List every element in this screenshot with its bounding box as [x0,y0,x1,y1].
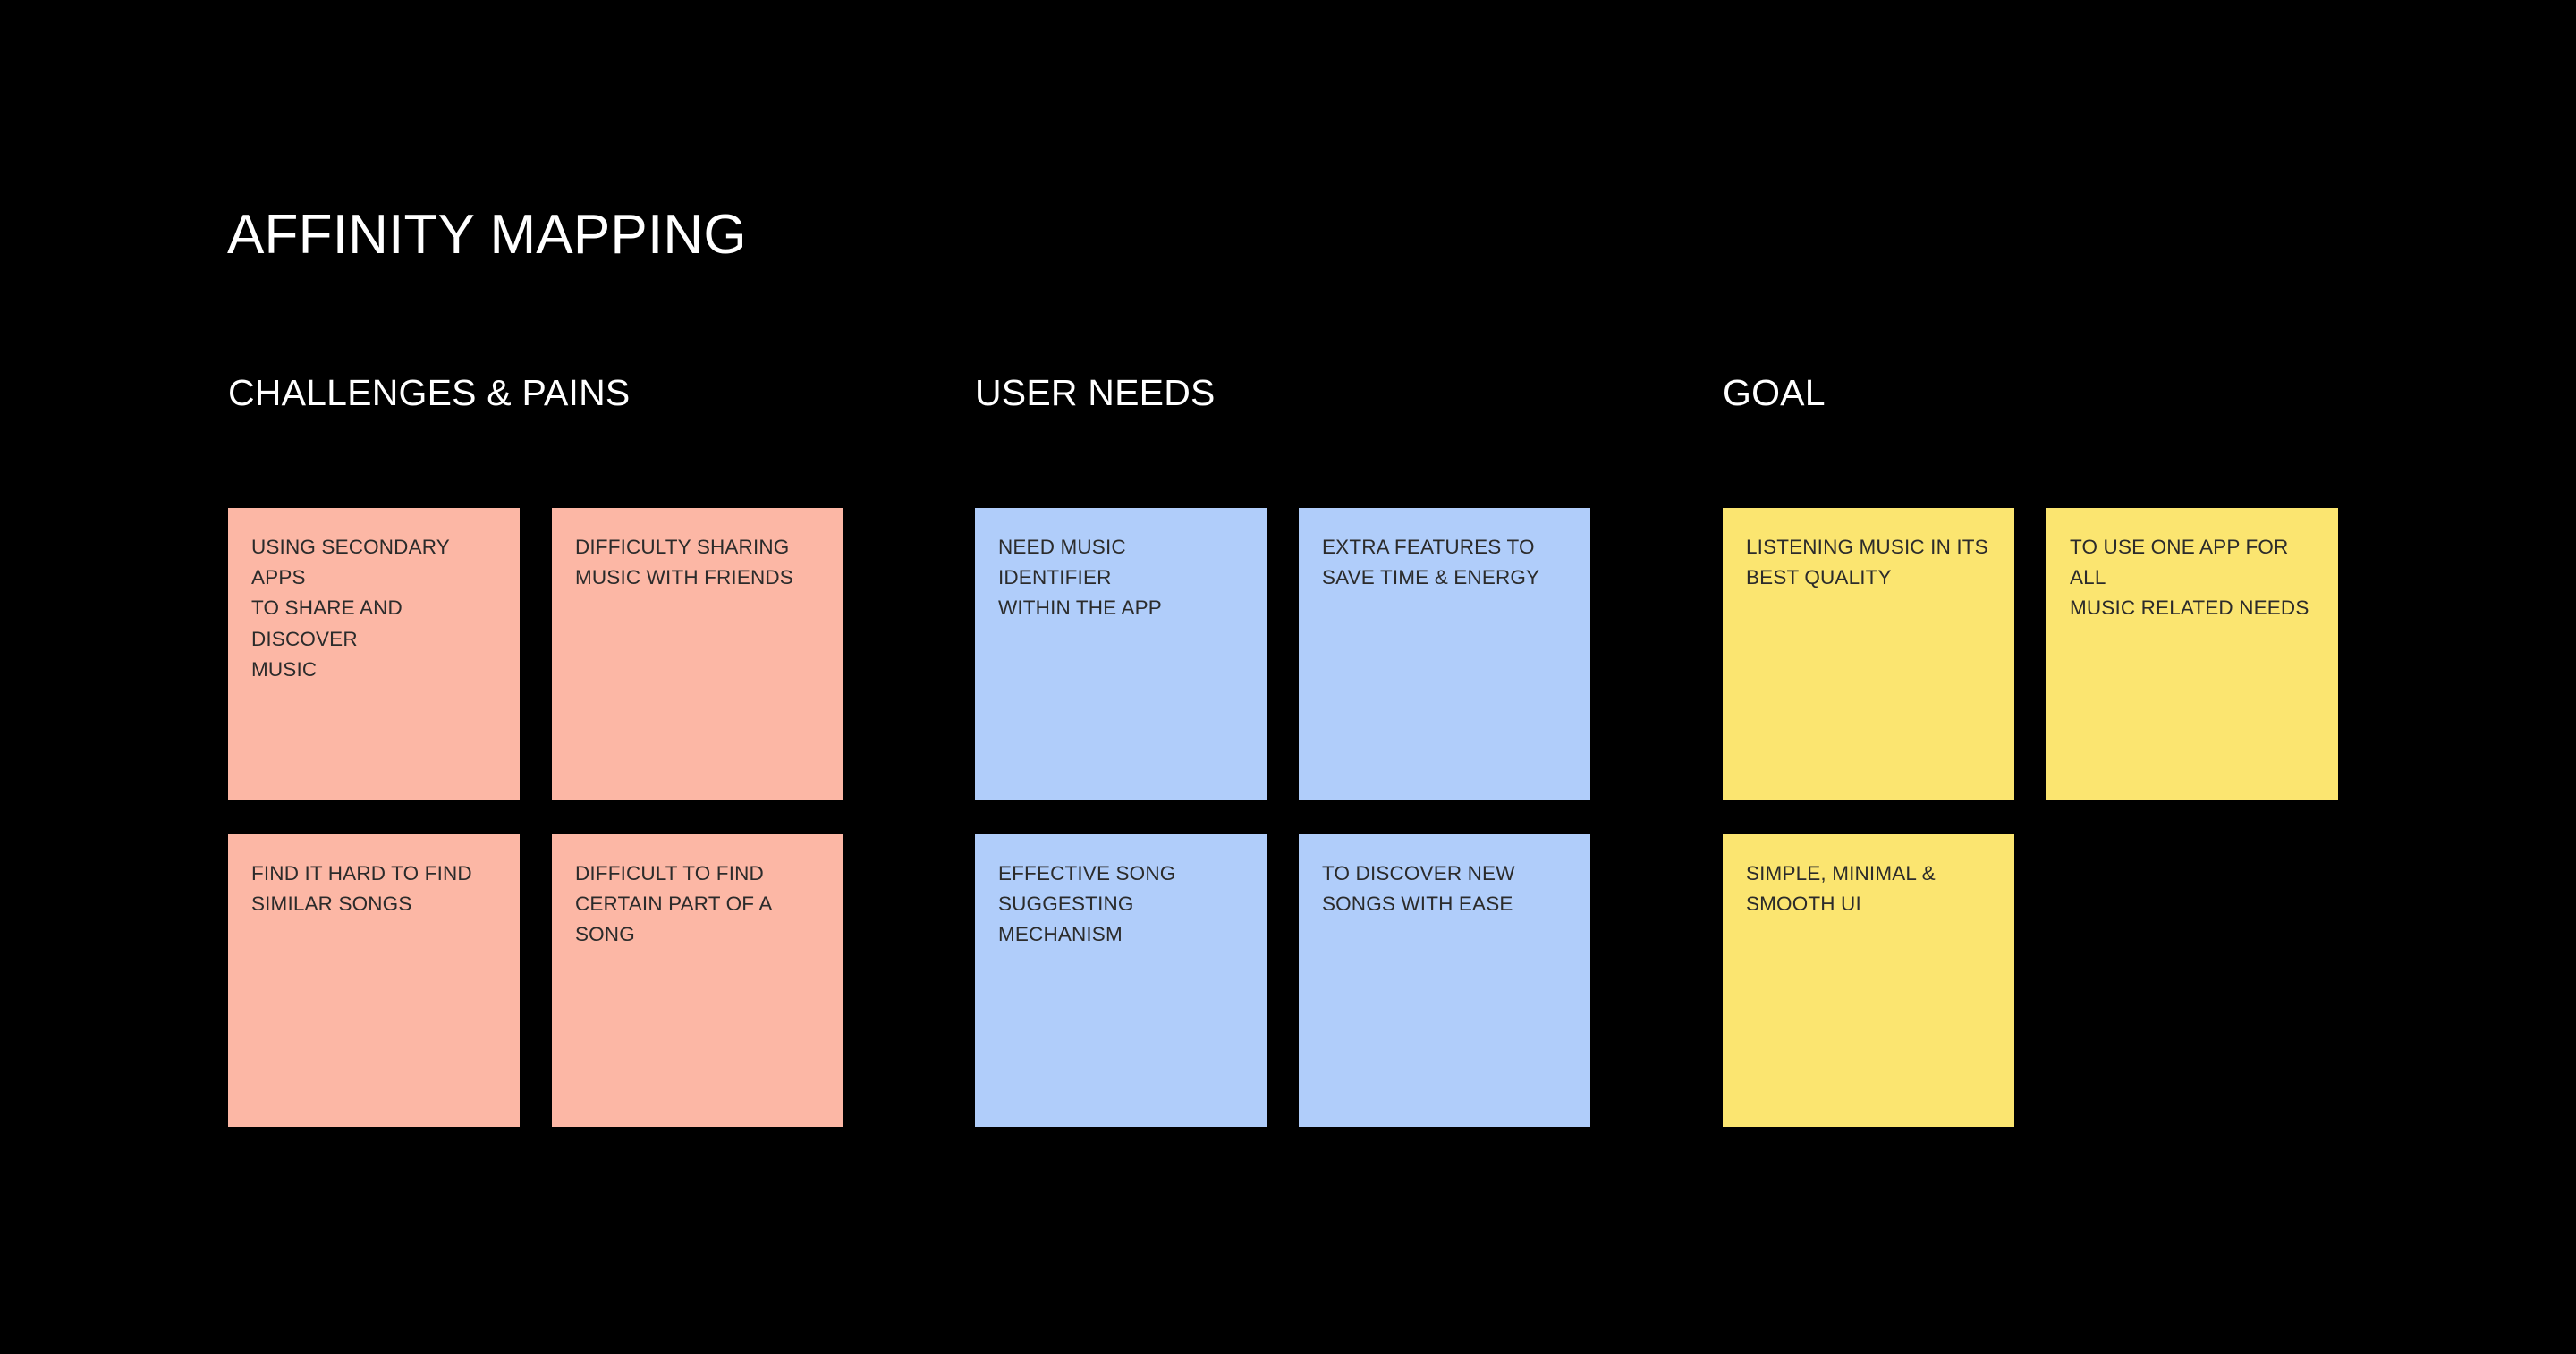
sticky-note-text: NEED MUSIC IDENTIFIER WITHIN THE APP [998,536,1162,620]
sticky-note-text: FIND IT HARD TO FIND SIMILAR SONGS [251,862,472,916]
sticky-note[interactable]: FIND IT HARD TO FIND SIMILAR SONGS [228,834,520,1127]
sticky-note[interactable]: EFFECTIVE SONG SUGGESTING MECHANISM [975,834,1267,1127]
sticky-note-placeholder [2046,834,2338,1127]
sticky-note[interactable]: DIFFICULT TO FIND CERTAIN PART OF A SONG [552,834,843,1127]
column-goal: GOAL LISTENING MUSIC IN ITS BEST QUALITY… [1723,0,2338,1354]
sticky-note-text: TO DISCOVER NEW SONGS WITH EASE [1322,862,1515,916]
page-title: AFFINITY MAPPING [227,204,747,266]
notes-grid-user-needs: NEED MUSIC IDENTIFIER WITHIN THE APP EXT… [975,508,1590,1127]
sticky-note[interactable]: NEED MUSIC IDENTIFIER WITHIN THE APP [975,508,1267,800]
column-challenges-and-pains: CHALLENGES & PAINS USING SECONDARY APPS … [228,0,843,1354]
sticky-note-text: TO USE ONE APP FOR ALL MUSIC RELATED NEE… [2070,536,2309,620]
sticky-note-text: SIMPLE, MINIMAL & SMOOTH UI [1746,862,1936,916]
column-header-user-needs: USER NEEDS [975,372,1216,413]
sticky-note[interactable]: EXTRA FEATURES TO SAVE TIME & ENERGY [1299,508,1590,800]
sticky-note[interactable]: TO USE ONE APP FOR ALL MUSIC RELATED NEE… [2046,508,2338,800]
sticky-note-text: DIFFICULTY SHARING MUSIC WITH FRIENDS [575,536,793,589]
column-user-needs: USER NEEDS NEED MUSIC IDENTIFIER WITHIN … [975,0,1590,1354]
column-header-goal: GOAL [1723,372,1826,413]
sticky-note-text: LISTENING MUSIC IN ITS BEST QUALITY [1746,536,1988,589]
sticky-note[interactable]: SIMPLE, MINIMAL & SMOOTH UI [1723,834,2014,1127]
sticky-note-text: USING SECONDARY APPS TO SHARE AND DISCOV… [251,536,450,681]
sticky-note[interactable]: DIFFICULTY SHARING MUSIC WITH FRIENDS [552,508,843,800]
sticky-note-text: EFFECTIVE SONG SUGGESTING MECHANISM [998,862,1176,946]
column-header-challenges-and-pains: CHALLENGES & PAINS [228,372,631,413]
sticky-note-text: EXTRA FEATURES TO SAVE TIME & ENERGY [1322,536,1540,589]
notes-grid-goal: LISTENING MUSIC IN ITS BEST QUALITY TO U… [1723,508,2338,1127]
notes-grid-challenges-and-pains: USING SECONDARY APPS TO SHARE AND DISCOV… [228,508,843,1127]
sticky-note[interactable]: TO DISCOVER NEW SONGS WITH EASE [1299,834,1590,1127]
sticky-note-text: DIFFICULT TO FIND CERTAIN PART OF A SONG [575,862,773,946]
sticky-note[interactable]: LISTENING MUSIC IN ITS BEST QUALITY [1723,508,2014,800]
sticky-note[interactable]: USING SECONDARY APPS TO SHARE AND DISCOV… [228,508,520,800]
